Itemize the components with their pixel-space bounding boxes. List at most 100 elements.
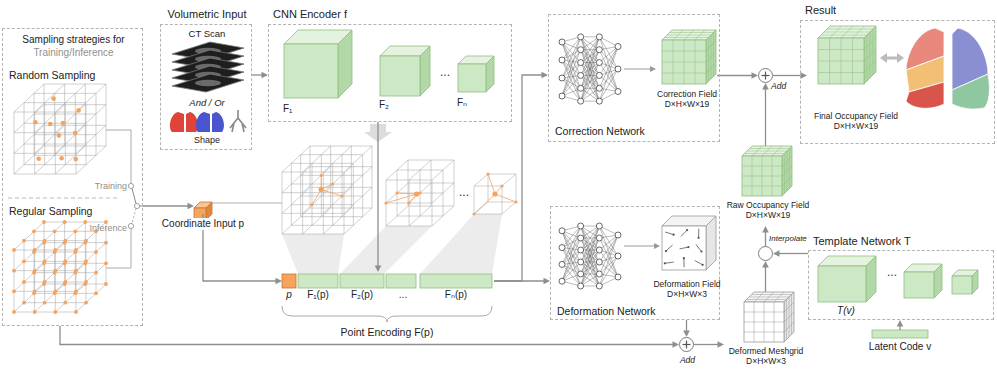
connector-line [694,344,719,345]
projection [420,214,502,274]
lattice-line [502,174,516,186]
lattice-line [362,155,363,217]
lattice-line [282,208,310,234]
art-line [742,186,782,187]
ellipsis: ... [390,289,416,300]
network-neuron [615,66,621,72]
lattice-line [282,146,310,172]
connector-line [779,253,809,254]
correction-field-cube [706,30,716,84]
sample-point [84,301,88,305]
deformed-meshgrid: Deformed Meshgrid D×H×W×3 [724,292,808,378]
encoding-block: Fₙ(p) [420,274,492,302]
lattice-line [44,263,106,264]
feature-cube: F₂ [379,47,431,115]
lattice-line [409,183,431,203]
connector [762,226,769,246]
lattice-line [488,174,489,202]
network-neuron [596,283,602,289]
ellipsis: ... [455,186,473,199]
node-label: Template Network T [813,235,993,248]
lattice-line [282,213,344,214]
deformation-field-cube [706,216,716,270]
sample-point [22,259,26,263]
lattice-line [14,174,76,175]
sample-point [22,239,26,243]
art-line [749,297,789,298]
lattice-line [24,102,86,103]
cnn-encoder-panel: CNN Encoder fF₁F₂Fₙ [268,24,512,122]
connector [683,320,690,337]
connector [897,320,904,330]
node-label: Inference [73,223,127,234]
network-neuron [596,85,602,91]
art-line [695,40,696,84]
arrowhead [897,320,904,327]
correction-network-panel: Correction NetworkCorrection Field D×H×W… [548,14,720,142]
projection [340,226,432,274]
node-label: Volumetric Input [161,8,253,21]
sample-point [32,229,36,233]
sample-point [74,310,78,314]
connector-line [494,75,543,281]
switch-wire [131,130,132,183]
art-line [744,322,784,323]
node-label: Training [73,181,127,192]
network-neuron [596,259,602,265]
sample-point [42,220,46,224]
art-line [742,176,782,177]
raw-occupancy-field: Raw Occupancy Field D×H×W×19 [722,146,814,226]
arrowhead [762,83,769,90]
lattice-line [34,231,96,232]
encoding-block: F₂(p) [340,274,384,302]
art-line [782,166,792,176]
deformation-network-panel: Deformation NetworkDeformation Field D×H… [550,206,720,320]
lattice-line [44,84,106,85]
art-line [774,292,784,302]
separator-line [8,198,120,199]
brace [282,306,492,322]
node-label: Result [805,4,885,17]
network-neuron [578,47,584,53]
art-line [706,63,716,73]
vector-glyph [687,246,689,248]
sample-point [33,269,37,273]
connector-line [765,267,766,293]
switch-wire [131,229,132,268]
vector-glyph [683,257,685,259]
feature-map [486,56,494,92]
art-line [744,332,784,333]
network-neuron [559,93,565,99]
lattice-line [86,103,87,165]
coordinate-cube: Coordinate Input p [194,196,212,214]
lattice-line [14,112,76,113]
connector [717,72,758,79]
sample-point [43,259,47,263]
network-neuron [578,247,584,253]
encoding-block [386,274,416,288]
sample-point [59,156,64,161]
double-arrow [880,53,887,63]
plus-sign [686,341,687,349]
node-label: Deformed Meshgrid D×H×W×3 [724,346,808,366]
art-line [853,26,865,38]
connector-line [252,74,263,75]
sampling-link [474,194,495,214]
vector-glyph [672,234,674,236]
lattice-line [372,146,373,208]
lattice-line [282,167,310,193]
lattice-line [76,284,106,312]
vector-glyph [680,247,689,249]
vector-glyph [686,229,688,231]
lattice-line [282,187,310,213]
encoding-block: p [282,274,296,302]
lattice-line [344,208,372,234]
sample-point [53,269,57,273]
node-label: F₂ [379,99,403,111]
network-neuron [615,253,621,259]
feature-map [458,64,486,92]
connector [694,341,724,348]
lattice-line [282,172,344,173]
sample-point [94,271,98,275]
vector-glyph [664,262,666,264]
